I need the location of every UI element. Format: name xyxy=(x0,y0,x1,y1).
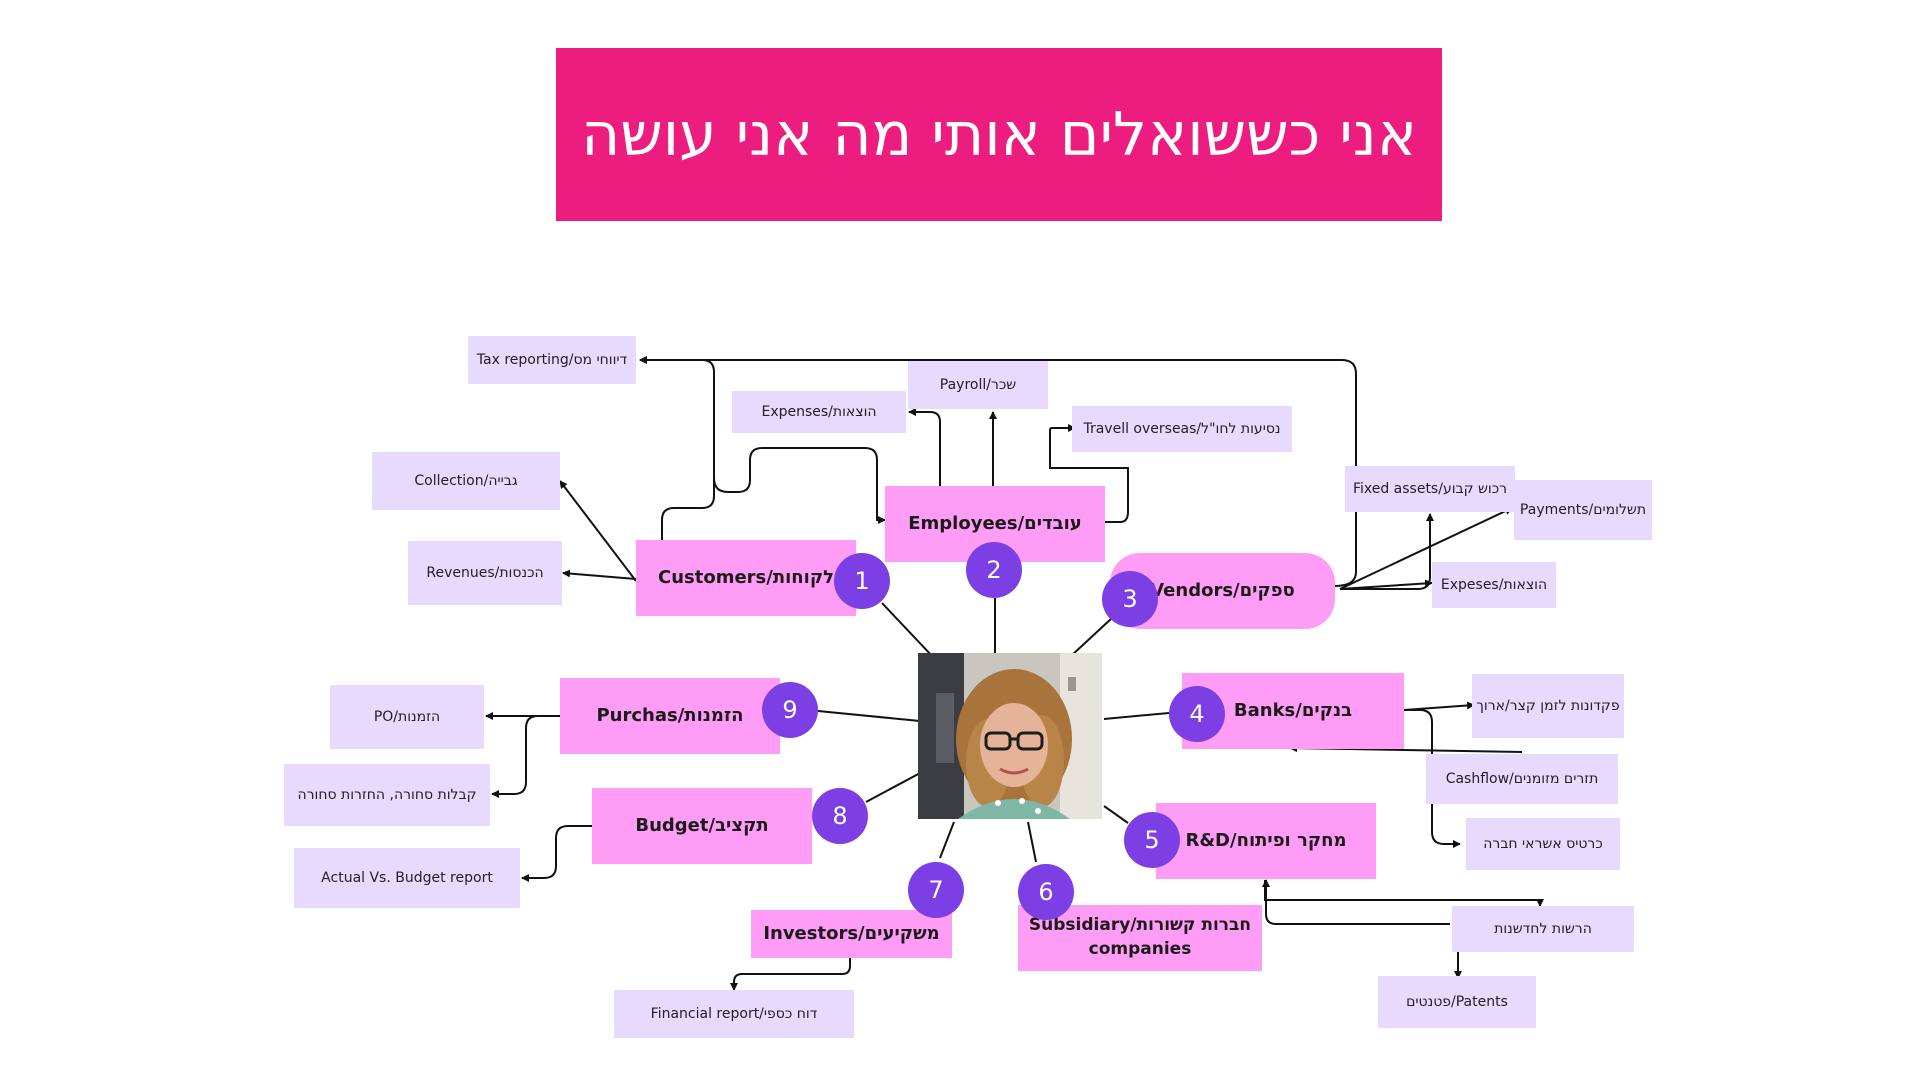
cashflow-item: Cashflow/תזרים מזומנים xyxy=(1426,754,1618,804)
arrow-purchase-goods xyxy=(491,715,552,798)
spoke-vendors xyxy=(1070,617,1113,657)
budget-box: Budget/תקציב xyxy=(592,788,812,864)
arrow-employees-expenses xyxy=(908,408,941,490)
actual-vs-budget-item: Actual Vs. Budget report xyxy=(294,848,520,908)
arrow-customers-revenues xyxy=(562,569,637,580)
deposits-item: פקדונות לזמן קצר/ארוך xyxy=(1472,674,1624,738)
spoke-rnd xyxy=(1103,805,1129,824)
arrow-investors-report xyxy=(730,954,851,991)
title-text: אני כששואלים אותי מה אני עושה xyxy=(581,99,1417,170)
rnd-box: R&D/מחקר ופיתוח xyxy=(1156,803,1376,879)
portrait-illustration xyxy=(918,653,1102,819)
travel-item: Travell overseas/נסיעות לחו"ל xyxy=(1072,406,1292,452)
vendor-expenses-item: Expeses/הוצאות xyxy=(1432,562,1556,608)
spoke-customers xyxy=(881,602,934,658)
goods-receipt-item: קבלות סחורה, החזרות סחורה xyxy=(284,764,490,826)
arrow-customers-tax xyxy=(639,356,715,540)
expenses-item: Expenses/הוצאות xyxy=(732,391,906,433)
tax-reporting-item: Tax reporting/דיווחי מס xyxy=(468,336,636,384)
arrow-vendors-payments xyxy=(1339,507,1513,590)
number-circle-8: 8 xyxy=(812,788,868,844)
investors-box: Investors/משקיעים xyxy=(751,910,952,958)
number-circle-9: 9 xyxy=(762,682,818,738)
number-circle-1: 1 xyxy=(834,553,890,609)
number-circle-6: 6 xyxy=(1018,864,1074,920)
profile-photo xyxy=(918,653,1102,819)
po-item: PO/הזמנות xyxy=(330,685,484,749)
spoke-budget xyxy=(865,771,923,803)
number-circle-7: 7 xyxy=(908,862,964,918)
number-circle-5: 5 xyxy=(1124,812,1180,868)
spoke-subsidiary xyxy=(1027,821,1037,863)
patents-item: פטנטים/Patents xyxy=(1378,976,1536,1028)
spoke-purchase xyxy=(817,710,921,722)
collection-item: Collection/גבייה xyxy=(372,452,560,510)
number-circle-2: 2 xyxy=(966,542,1022,598)
payroll-item: Payroll/שכר xyxy=(908,361,1048,409)
number-circle-3: 3 xyxy=(1102,571,1158,627)
arrow-budget-report xyxy=(521,825,592,882)
customers-box: Customers/לקוחות xyxy=(636,540,856,616)
arrow-employees-travel xyxy=(1049,424,1129,523)
financial-report-item: Financial report/דוח כספי xyxy=(614,990,854,1038)
spoke-investors xyxy=(939,821,955,859)
spoke-banks xyxy=(1103,712,1170,720)
fixed-assets-item: Fixed assets/רכוש קבוע xyxy=(1345,466,1515,512)
purchase-box: Purchas/הזמנות xyxy=(560,678,780,754)
arrow-rnd-innovation xyxy=(1264,880,1544,907)
credit-card-item: כרטיס אשראי חברה xyxy=(1466,818,1620,870)
arrow-customers-employees xyxy=(713,447,886,524)
subsidiary-box: Subsidiary/חברות קשורות companies xyxy=(1018,905,1262,971)
revenues-item: Revenues/הכנסות xyxy=(408,541,562,605)
arrow-vendors-tax xyxy=(639,356,1357,587)
arrow-innovation-rnd xyxy=(1262,879,1450,925)
title-banner: אני כששואלים אותי מה אני עושה xyxy=(556,48,1442,221)
arrow-vendors-fixed-assets xyxy=(1340,513,1434,590)
payments-item: Payments/תשלומים xyxy=(1514,480,1652,540)
number-circle-4: 4 xyxy=(1169,686,1225,742)
arrow-customers-collection xyxy=(559,480,637,582)
innovation-authority-item: הרשות לחדשנות xyxy=(1452,906,1634,952)
